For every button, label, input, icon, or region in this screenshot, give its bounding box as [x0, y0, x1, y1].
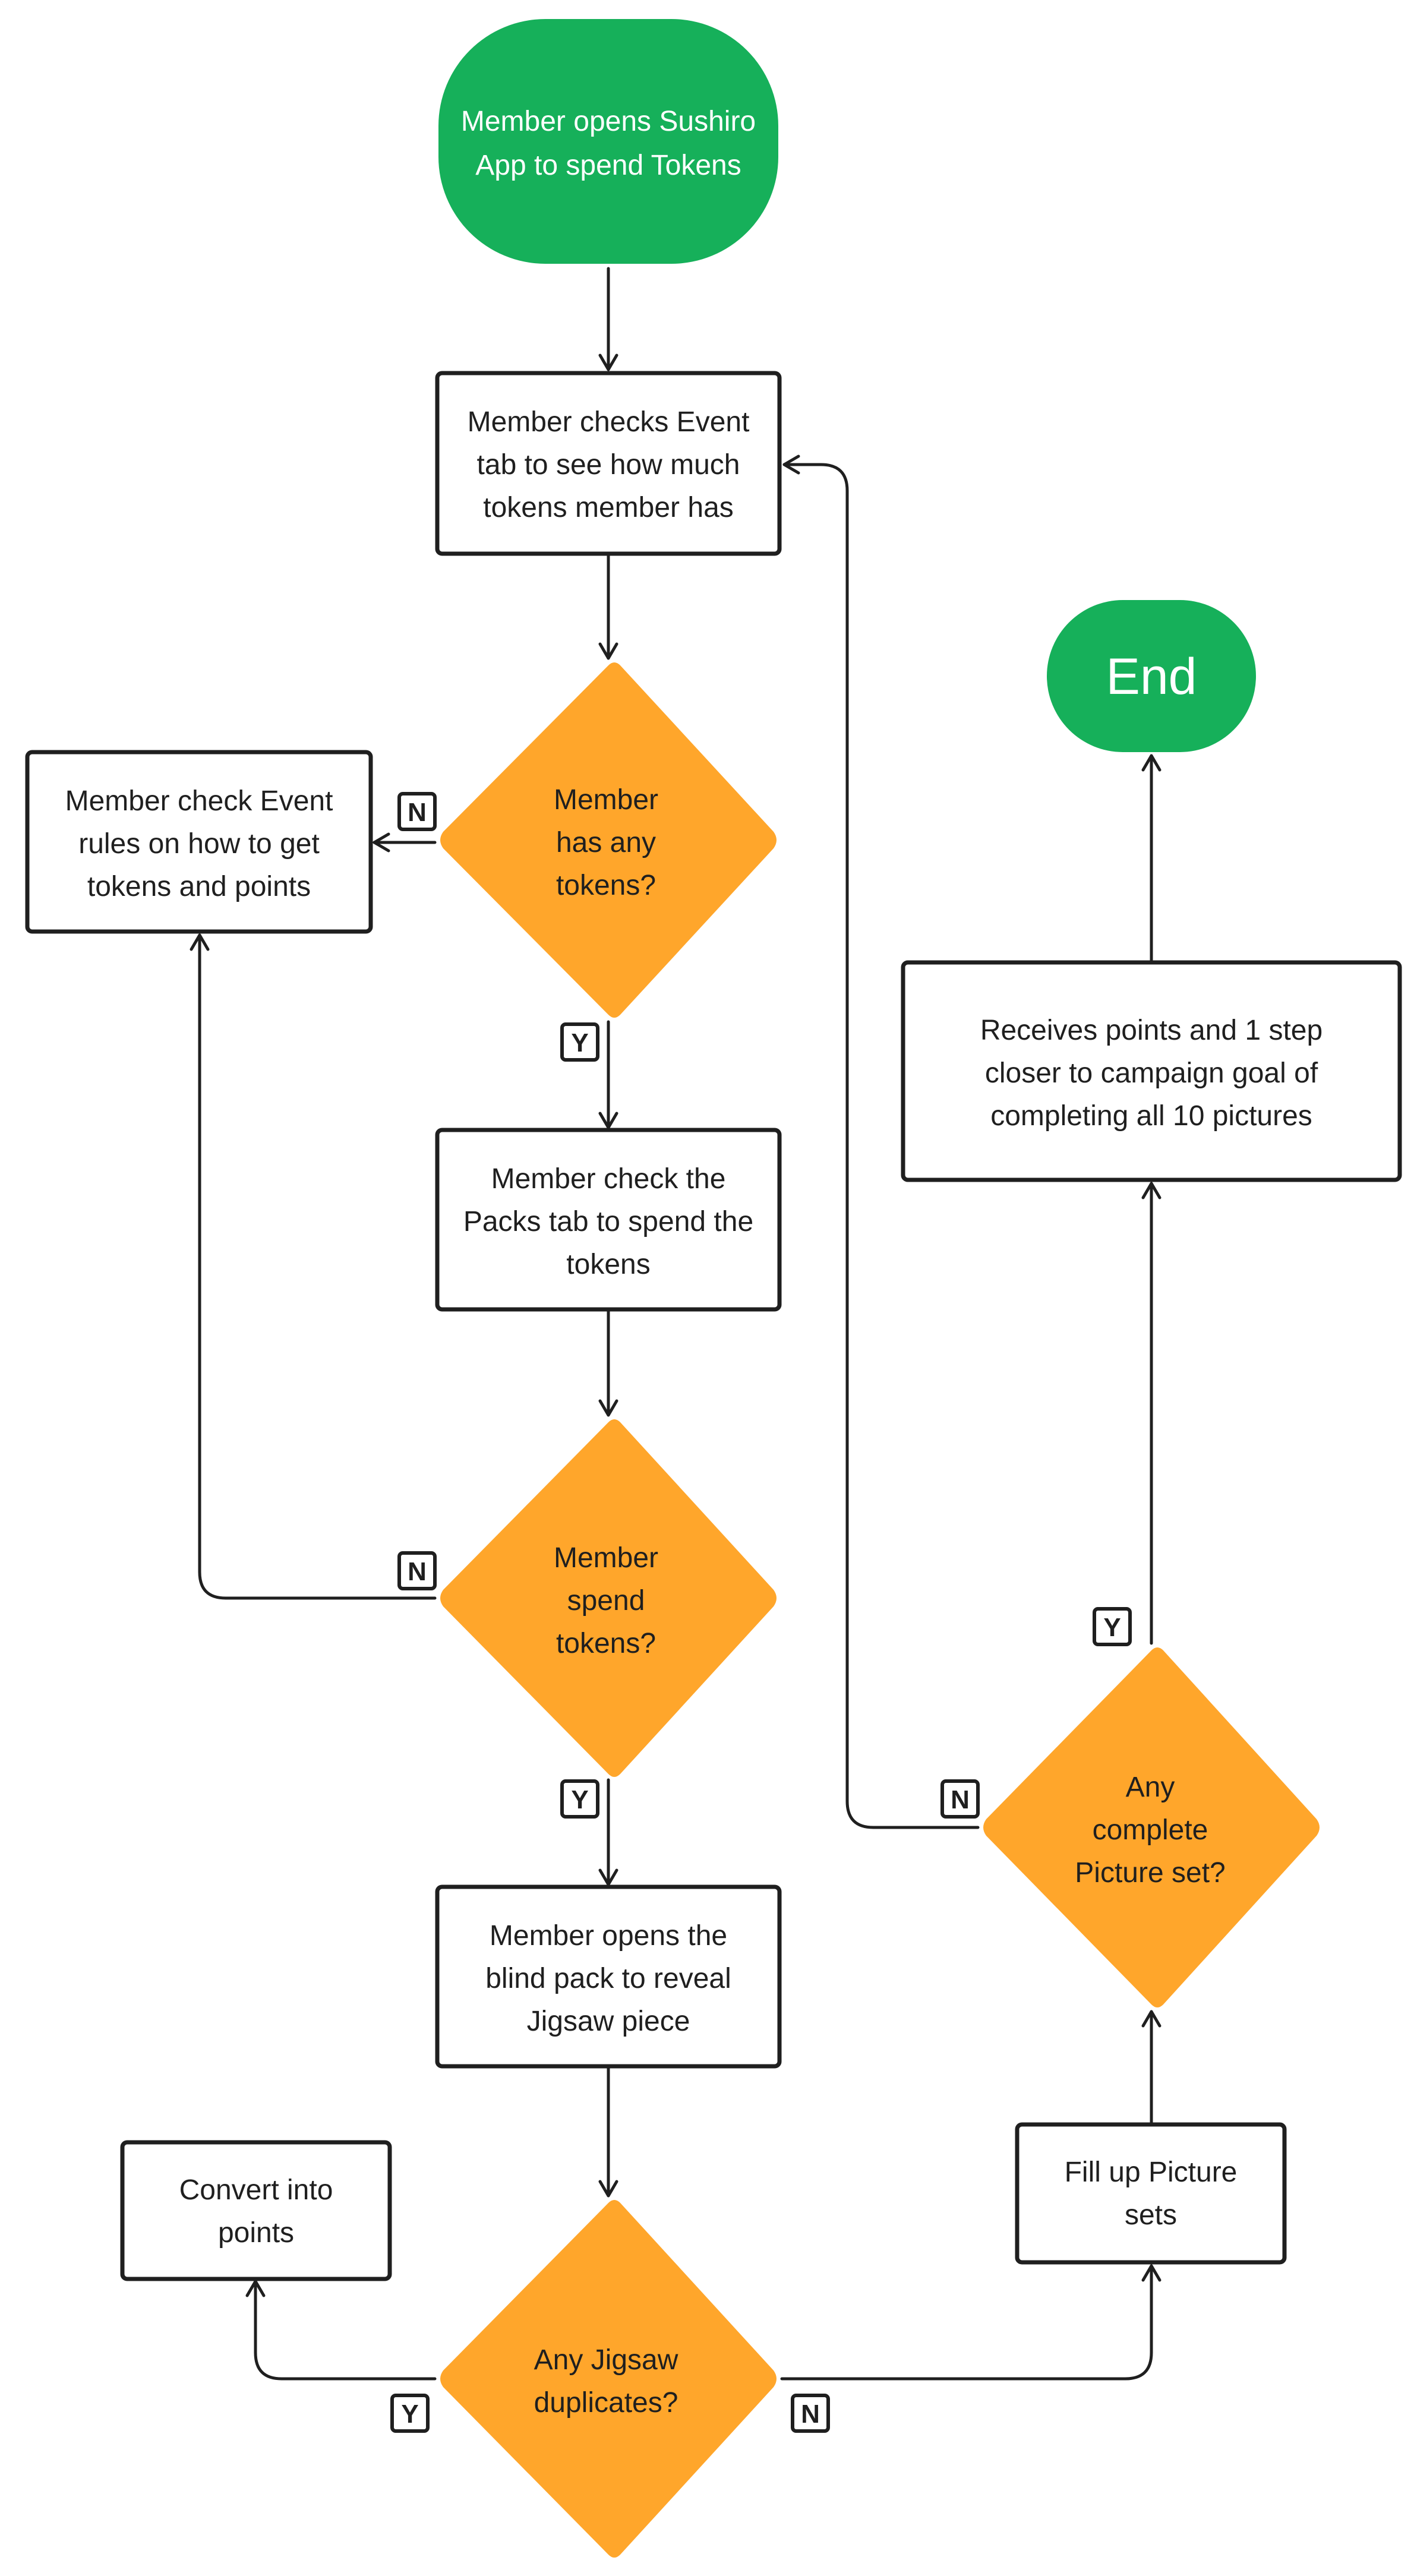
- check-packs-line-2: Packs tab to spend the: [463, 1206, 753, 1238]
- spend-tokens-line-3: tokens?: [556, 1628, 656, 1659]
- has-tokens-line-3: tokens?: [556, 870, 656, 901]
- has-tokens-line-2: has any: [556, 827, 656, 858]
- process-fill-sets: Fill up Picture sets: [1015, 2122, 1287, 2265]
- label-spend-no: N: [397, 1551, 437, 1590]
- duplicates-line-1: Any Jigsaw: [534, 2344, 678, 2376]
- svg-text:Y: Y: [571, 1028, 588, 1057]
- svg-text:Y: Y: [571, 1785, 588, 1814]
- complete-set-line-1: Any: [1126, 1772, 1175, 1803]
- process-check-packs: Member check the Packs tab to spend the …: [435, 1128, 782, 1312]
- decision-has-tokens: Member has any tokens?: [440, 662, 777, 1018]
- connector-dup-yes: [245, 2280, 437, 2381]
- receive-points-line-1: Receives points and 1 step: [980, 1015, 1323, 1046]
- receive-points-line-3: completing all 10 pictures: [990, 1100, 1312, 1132]
- process-open-pack: Member opens the blind pack to reveal Ji…: [435, 1884, 782, 2069]
- check-event-tab-line-3: tokens member has: [483, 492, 734, 523]
- svg-text:N: N: [408, 1557, 427, 1586]
- label-dup-yes: Y: [390, 2394, 430, 2433]
- check-rules-line-3: tokens and points: [87, 871, 311, 902]
- duplicates-line-2: duplicates?: [534, 2387, 678, 2419]
- label-dup-no: N: [791, 2394, 830, 2433]
- svg-text:N: N: [801, 2400, 820, 2429]
- process-check-rules: Member check Event rules on how to get t…: [25, 750, 373, 934]
- open-pack-line-2: blind pack to reveal: [485, 1963, 731, 1994]
- svg-text:Y: Y: [401, 2400, 418, 2429]
- label-complete-no: N: [940, 1779, 980, 1819]
- decision-duplicates: Any Jigsaw duplicates?: [440, 2200, 777, 2558]
- decision-complete-set: Any complete Picture set?: [983, 1647, 1320, 2007]
- check-event-tab-line-1: Member checks Event: [468, 406, 750, 438]
- start-text-line-2: App to spend Tokens: [475, 150, 741, 181]
- check-packs-line-1: Member check the: [491, 1163, 726, 1195]
- open-pack-line-3: Jigsaw piece: [527, 2006, 690, 2037]
- check-packs-line-3: tokens: [566, 1249, 650, 1280]
- svg-text:Y: Y: [1103, 1613, 1121, 1642]
- label-complete-yes: Y: [1093, 1607, 1132, 1646]
- check-rules-line-2: rules on how to get: [78, 828, 320, 860]
- fill-sets-line-1: Fill up Picture: [1065, 2157, 1238, 2188]
- decision-spend-tokens: Member spend tokens?: [440, 1419, 777, 1777]
- end-text: End: [1106, 648, 1197, 705]
- label-has-tokens-yes: Y: [560, 1022, 599, 1062]
- convert-points-line-1: Convert into: [179, 2174, 333, 2206]
- check-rules-line-1: Member check Event: [65, 785, 333, 817]
- spend-tokens-line-2: spend: [567, 1585, 645, 1617]
- svg-text:N: N: [408, 798, 427, 827]
- label-has-tokens-no: N: [397, 792, 437, 831]
- end-node: End: [1047, 600, 1256, 752]
- connector-dup-no: [780, 2264, 1162, 2381]
- convert-points-line-2: points: [218, 2217, 294, 2249]
- label-spend-yes: Y: [560, 1779, 599, 1819]
- process-convert-points: Convert into points: [120, 2140, 392, 2281]
- receive-points-line-2: closer to campaign goal of: [985, 1057, 1318, 1089]
- complete-set-line-3: Picture set?: [1075, 1857, 1225, 1889]
- complete-set-line-2: complete: [1093, 1814, 1208, 1846]
- open-pack-line-1: Member opens the: [490, 1920, 727, 1952]
- spend-tokens-line-1: Member: [554, 1542, 658, 1574]
- fill-sets-line-2: sets: [1125, 2199, 1177, 2231]
- process-receive-points: Receives points and 1 step closer to cam…: [901, 960, 1402, 1182]
- start-node: Member opens Sushiro App to spend Tokens: [438, 19, 778, 264]
- connector-spend-no: [190, 933, 437, 1600]
- check-event-tab-line-2: tab to see how much: [477, 449, 740, 481]
- has-tokens-line-1: Member: [554, 784, 658, 816]
- connector-complete-no: [782, 454, 980, 1829]
- process-check-event-tab: Member checks Event tab to see how much …: [435, 371, 782, 556]
- svg-text:N: N: [951, 1785, 970, 1814]
- start-text-line-1: Member opens Sushiro: [461, 106, 756, 137]
